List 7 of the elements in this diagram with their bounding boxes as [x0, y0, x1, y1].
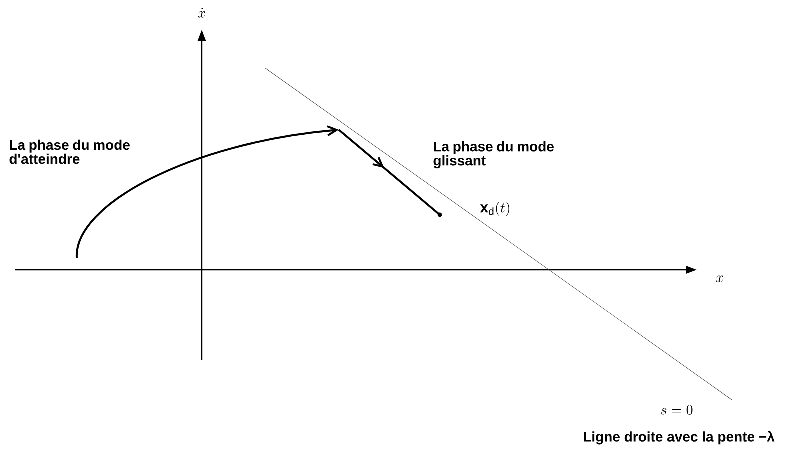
line-equation: $s = 0$: [661, 405, 693, 415]
phase-label: La phase du mode glissant: [434, 141, 554, 169]
axis-label: $x$: [716, 276, 724, 282]
phase-label: La phase du mode d'atteindre: [10, 140, 130, 164]
line-caption: Ligne droite avec la pente −λ: [584, 431, 775, 445]
axis-label: $\dot{x}$: [198, 8, 206, 18]
point-label: $\mathbf{x}_{\mathrm{d}}(t)$: [480, 202, 510, 216]
